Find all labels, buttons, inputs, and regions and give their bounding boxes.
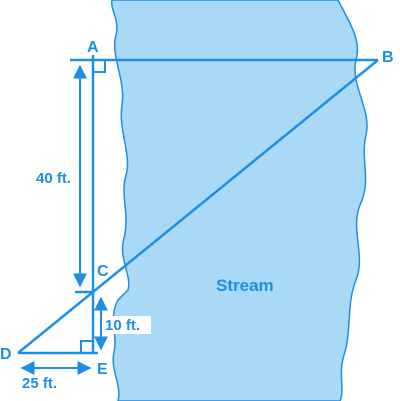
measurement-label-ce: 10 ft. [105, 317, 140, 334]
point-label-e: E [97, 361, 108, 378]
measurement-label-de: 25 ft. [22, 375, 57, 392]
point-label-a: A [87, 39, 99, 56]
measurement-label-ce-bg [103, 316, 151, 334]
right-angle-marker-a [92, 59, 106, 73]
point-label-b: B [382, 49, 394, 66]
right-angle-marker-e [80, 340, 94, 354]
stream-label: Stream [216, 276, 274, 295]
line-db [17, 59, 379, 354]
measurement-label-ac: 40 ft. [36, 170, 71, 187]
point-label-c: C [97, 263, 109, 280]
point-label-d: D [0, 346, 12, 363]
stream-region [111, 0, 368, 401]
